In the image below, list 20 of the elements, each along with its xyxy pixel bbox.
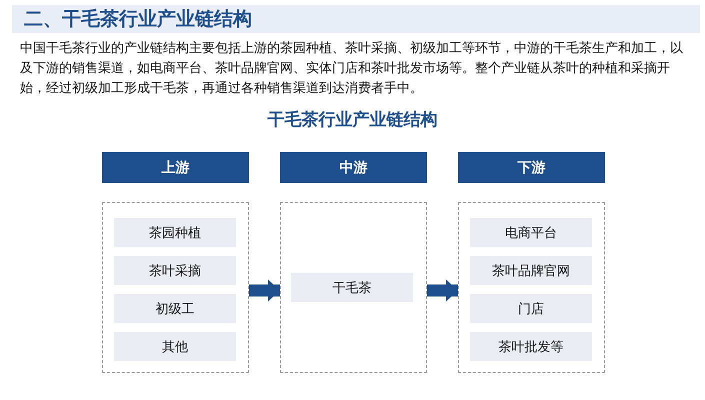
item-box: 茶叶品牌官网: [470, 256, 592, 285]
intro-paragraph: 中国干毛茶行业的产业链结构主要包括上游的茶园种植、茶叶采摘、初级加工等环节，中游的干毛茶生产和加工，以及下游的销售渠道，如电商平台、茶叶品牌官网、实体门店和茶叶批发市场等。整个产业链从茶叶的种植和采摘开始，经过初级加工形成干毛茶，再通过各种销售渠道到达消费者手中。: [20, 40, 684, 98]
item-box: 其他: [114, 332, 236, 361]
item-box: 茶叶采摘: [114, 256, 236, 285]
stage-header: 下游: [458, 152, 605, 183]
stage-header: 上游: [102, 152, 249, 183]
stage-header: 中游: [280, 152, 427, 183]
dashed-panel: [458, 202, 605, 373]
item-box: 茶叶批发等: [470, 332, 592, 361]
arrow: [427, 280, 458, 302]
dashed-panel: [280, 202, 427, 373]
item-box: 电商平台: [470, 218, 592, 247]
item-box: 初级工: [114, 294, 236, 323]
chart-heading: 干毛茶行业产业链结构: [266, 109, 438, 131]
dashed-panel: [102, 202, 249, 373]
item-box: 干毛茶: [291, 273, 413, 302]
item-box: 门店: [470, 294, 592, 323]
item-box: 茶园种植: [114, 218, 236, 247]
arrow: [249, 280, 280, 302]
title-bar: 二、干毛茶行业产业链结构: [12, 5, 700, 33]
